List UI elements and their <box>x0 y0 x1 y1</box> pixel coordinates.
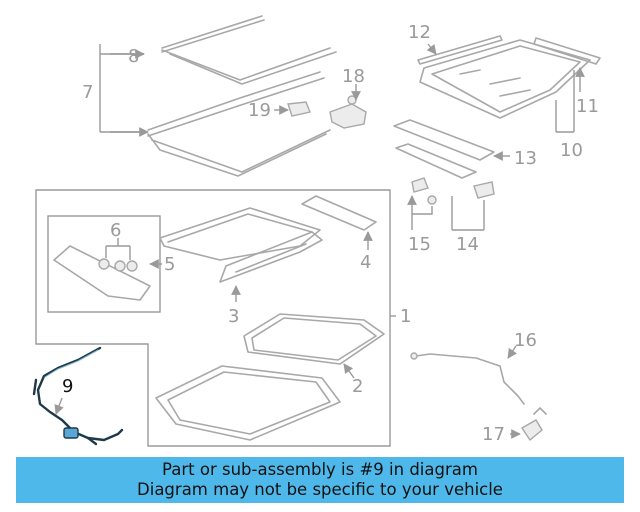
part-frame-assembly <box>159 207 321 261</box>
callout-8: 8 <box>128 46 139 67</box>
callout-14: 14 <box>456 234 479 255</box>
callout-11: 11 <box>576 96 599 117</box>
callout-12: 12 <box>408 22 431 43</box>
banner-line-1: Part or sub-assembly is #9 in diagram <box>162 460 478 479</box>
assembly-box-outline <box>35 189 391 447</box>
callout-6: 6 <box>110 220 121 241</box>
part-glass-panel <box>417 35 601 119</box>
callout-4: 4 <box>360 252 371 273</box>
callout-3: 3 <box>228 306 239 327</box>
callout-15: 15 <box>408 234 431 255</box>
callout-18: 18 <box>342 66 365 87</box>
callout-5: 5 <box>164 254 175 275</box>
part-14-bracket <box>473 181 495 199</box>
part-19-clip <box>287 101 311 117</box>
callout-19: 19 <box>248 100 271 121</box>
callout-9: 9 <box>62 376 73 397</box>
part-9-harness <box>32 346 124 446</box>
part-18-motor <box>329 95 367 129</box>
callout-16: 16 <box>514 330 537 351</box>
callout-13: 13 <box>514 148 537 169</box>
part-7-frame <box>147 71 331 177</box>
part-13-rail <box>393 119 495 179</box>
banner-line-2: Diagram may not be specific to your vehi… <box>137 480 503 499</box>
callout-17: 17 <box>482 424 505 445</box>
part-17-grommet <box>521 407 547 442</box>
callout-2: 2 <box>352 376 363 397</box>
callout-10: 10 <box>560 140 583 161</box>
part-2-panel <box>243 313 385 365</box>
callout-1: 1 <box>400 306 411 327</box>
part-15-clip <box>411 177 437 205</box>
part-3-rail <box>219 231 323 283</box>
part-4-bracket <box>301 195 377 231</box>
part-info-banner: Part or sub-assembly is #9 in diagram Di… <box>16 457 624 503</box>
part-8-seal <box>161 15 337 85</box>
part-16-hose <box>410 352 525 405</box>
part-housing <box>155 365 341 441</box>
callout-7: 7 <box>82 82 93 103</box>
part-5-deflector <box>53 245 151 301</box>
